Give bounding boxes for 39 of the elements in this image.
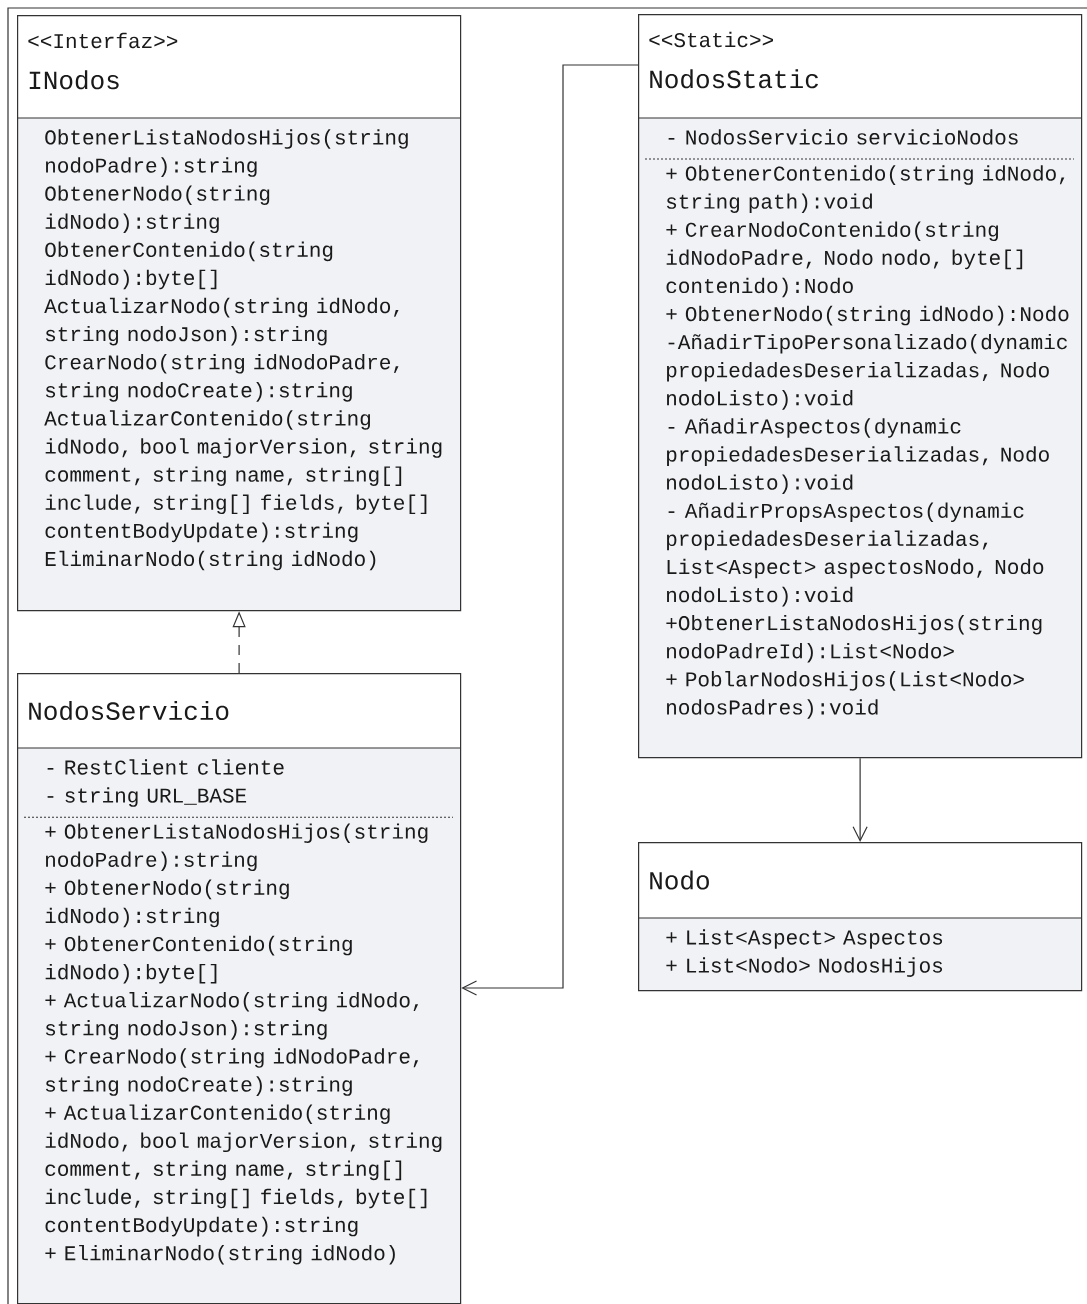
method-text: ObtenerNodo(string idNodo):string (45, 185, 270, 234)
method-text: + ActualizarContenido(string idNodo, bool majorVersion, string comment, string name, string[] include, string[] fields, byte[] contentBodyUpdate):string (45, 1104, 442, 1237)
method-text: + CrearNodoContenido(string idNodoPadre, Nodo nodo, byte[] contenido):Nodo (666, 221, 1023, 298)
class-name: Nodo (650, 870, 709, 890)
method-text: ActualizarContenido(string idNodo, bool majorVersion, string comment, string name, string[] include, string[] fields, byte[] contentBodyUpdate):string (44, 410, 442, 543)
arrow (461, 64, 639, 996)
field-text: + List<Nodo> NodosHijos (666, 957, 943, 977)
method-text: CrearNodo(string idNodoPadre, string nodoCreate):string (45, 354, 399, 402)
class-name: NodosServicio (29, 700, 229, 721)
class-name: INodos (29, 70, 119, 90)
method-text: EliminarNodo(string idNodo) (45, 550, 376, 571)
method-text: + ObtenerNodo(string idNodo):string (45, 879, 289, 928)
stereotype-label: <<Interfaz>> (28, 32, 178, 49)
method-text: ActualizarNodo(string idNodo, string nodoJson):string (44, 297, 399, 346)
method-text: + CrearNodo(string idNodoPadre, string nodoCreate):string (45, 1048, 419, 1096)
method-text: ObtenerListaNodosHijos(string nodoPadre):string (45, 129, 408, 177)
method-text: + ObtenerContenido(string idNodo, string path):void (666, 165, 1065, 213)
method-text: + ObtenerContenido(string idNodo):byte[] (45, 935, 352, 984)
class-box (637, 14, 1083, 759)
method-text: + ActualizarNodo(string idNodo, string nodoJson):string (45, 992, 419, 1040)
method-text: + ObtenerNodo(string idNodo):Nodo (666, 305, 1069, 326)
class-box (16, 15, 462, 612)
field-text: + List<Aspect> Aspectos (666, 929, 943, 949)
field-text: - string URL_BASE (47, 787, 247, 807)
arrow (852, 757, 868, 842)
method-text: ObtenerContenido(string idNodo):byte[] (45, 241, 333, 290)
method-text: +ObtenerListaNodosHijos(string nodoPadreId):List<Nodo> (666, 614, 1042, 663)
method-text: - AñadirPropsAspectos(dynamic propiedadesDeserializadas, List<Aspect> aspectosNodo, Nodo nodoListo):void (667, 502, 1044, 607)
stereotype-label: <<Static>> (649, 31, 773, 48)
method-text: + EliminarNodo(string idNodo) (45, 1244, 395, 1265)
class-name: NodosStatic (650, 69, 818, 89)
class-box (637, 842, 1083, 992)
method-text: + PoblarNodosHijos(List<Nodo> nodosPadres):void (666, 671, 1024, 719)
method-text: -AñadirTipoPersonalizado(dynamic propiedadesDeserializadas, Nodo nodoListo):void (667, 333, 1067, 410)
method-text: - AñadirAspectos(dynamic propiedadesDeserializadas, Nodo nodoListo):void (667, 418, 1049, 494)
class-box (16, 673, 462, 1304)
field-text: - RestClient cliente (47, 759, 284, 775)
method-text: + ObtenerListaNodosHijos(string nodoPadre):string (45, 823, 428, 872)
field-text: - NodosServicio servicioNodos (668, 129, 1018, 145)
